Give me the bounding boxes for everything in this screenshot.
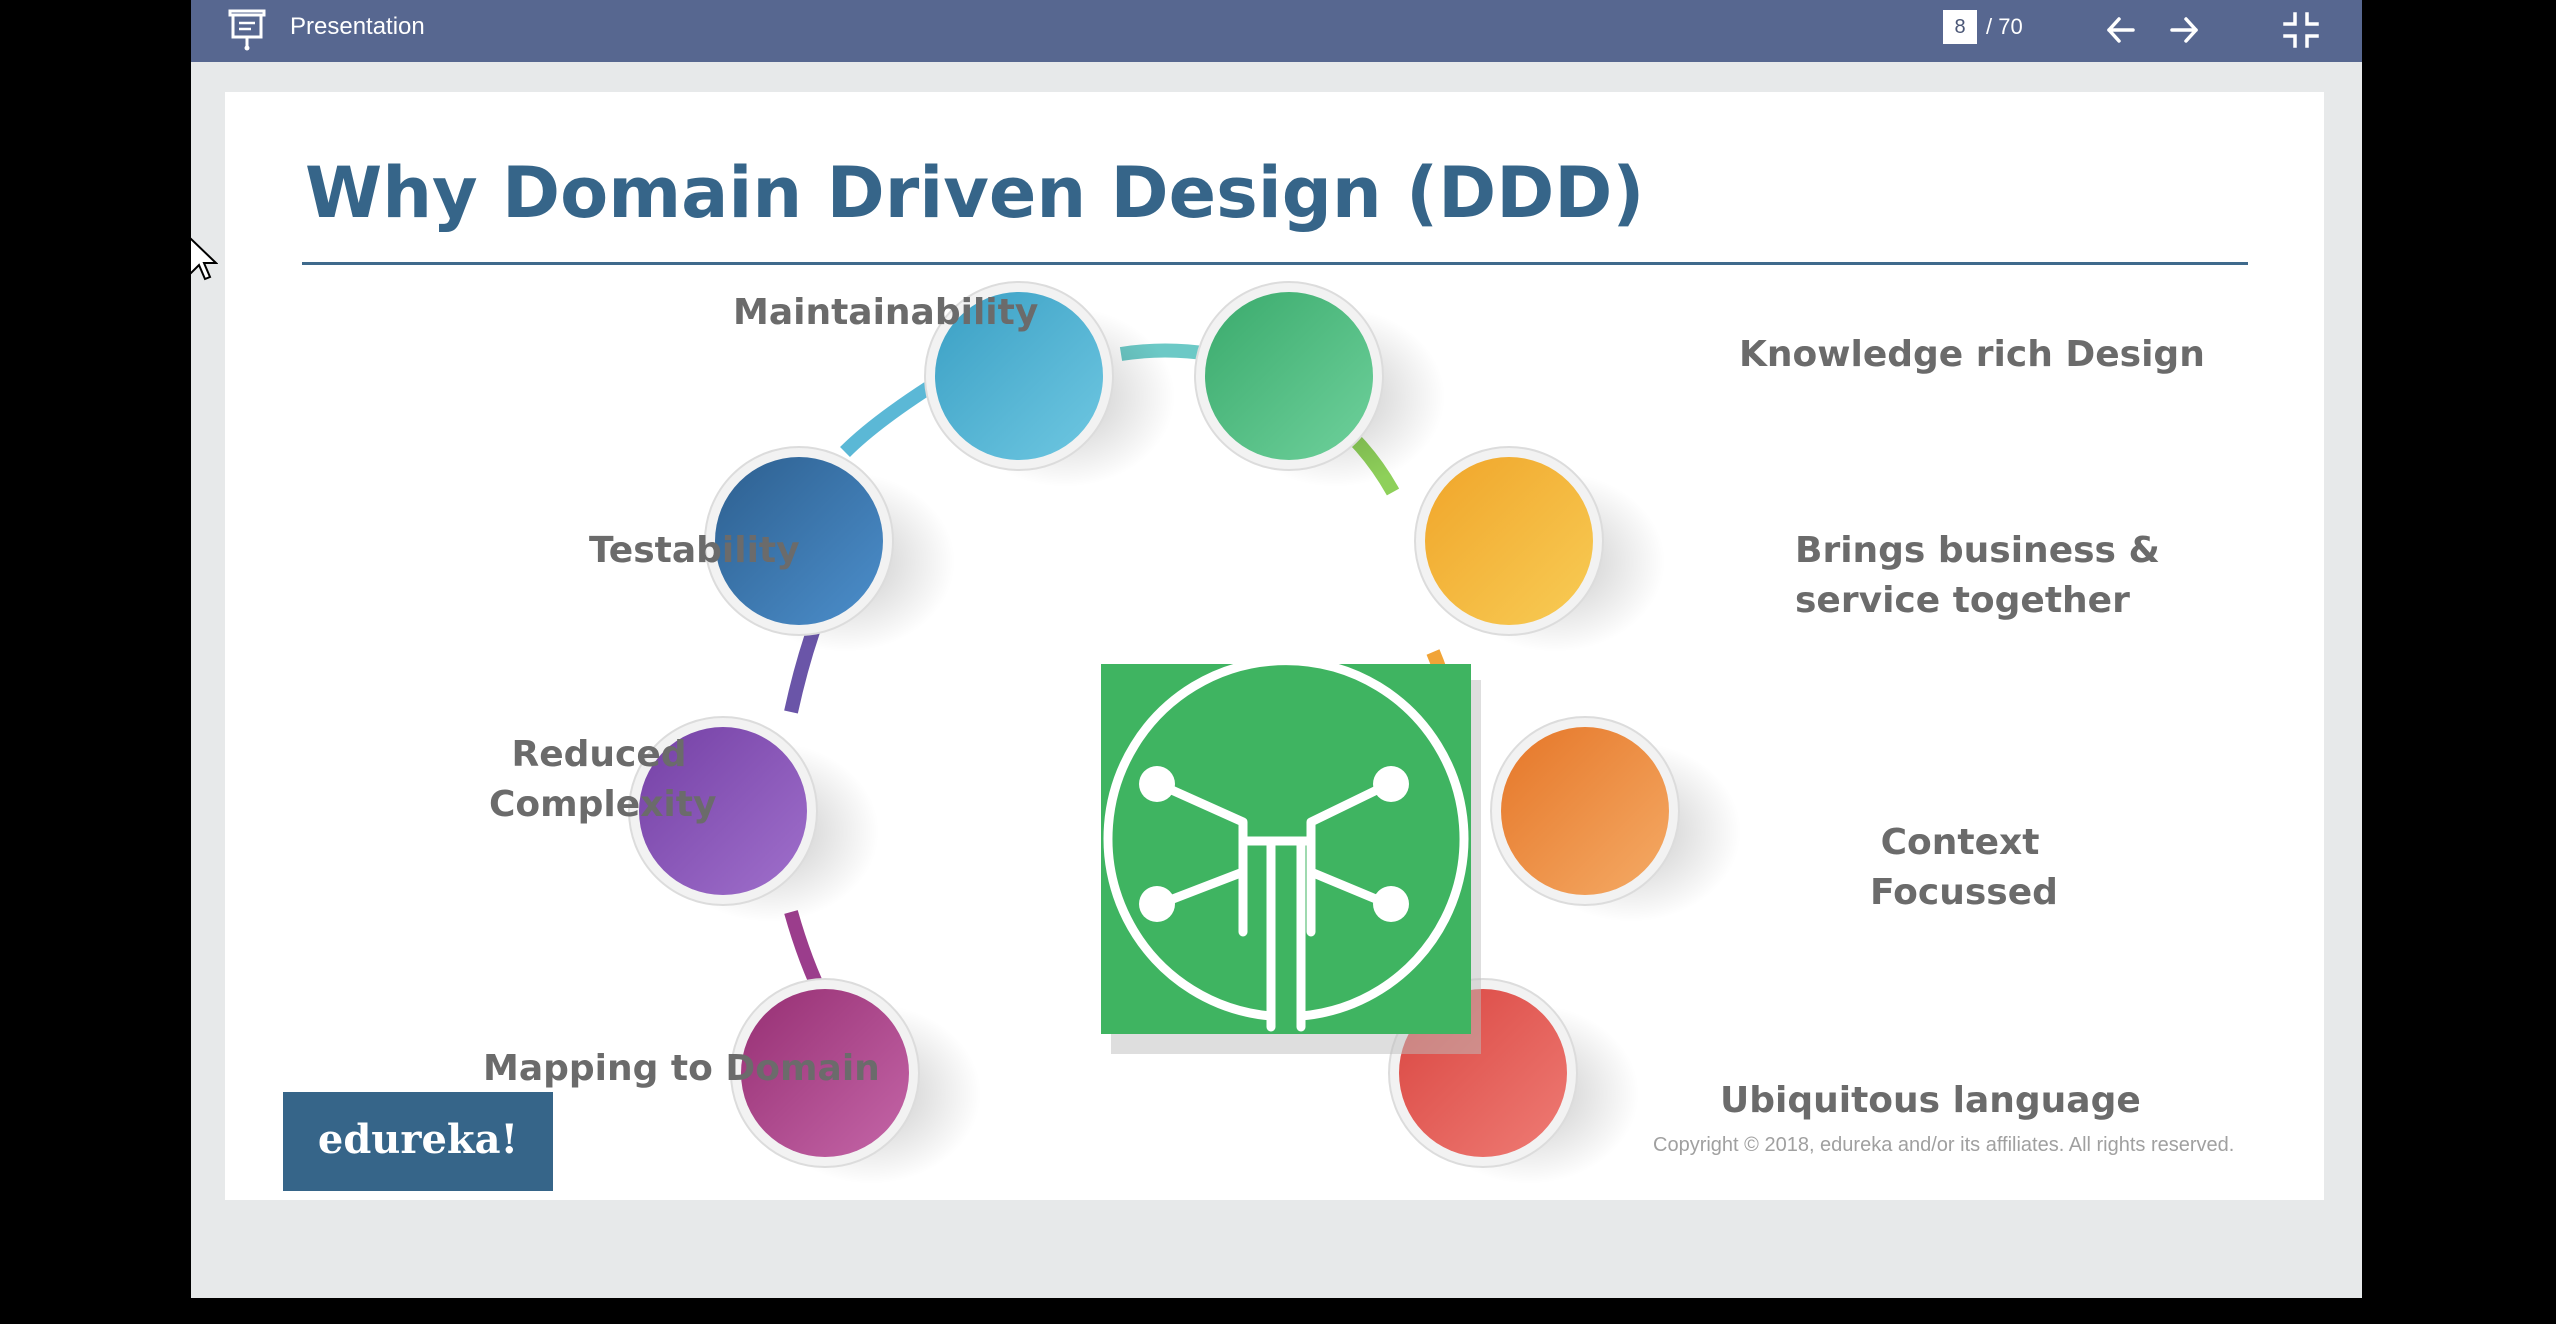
label-brings-line-2: service together [1795,580,2130,621]
toolbar: Presentation 8 / 70 [191,0,2362,62]
next-page-button[interactable] [2164,10,2204,50]
copyright-text: Copyright © 2018, edureka and/or its aff… [1653,1134,2235,1156]
label-context-line-1: Context [1880,822,2040,863]
presentation-viewer: Presentation 8 / 70 Why Domain Drive [191,0,2362,1298]
previous-page-button[interactable] [2101,10,2141,50]
circle-testability [704,446,955,652]
exit-fullscreen-icon [2283,12,2319,48]
label-reduced-line-2: Complexity [489,784,717,825]
circle-brings-business-service [1414,446,1665,652]
page-total: / 70 [1986,14,2023,39]
toolbar-title: Presentation [290,13,425,40]
circle-maintainability [924,281,1175,487]
edureka-logo: edureka! [283,1092,553,1191]
exit-fullscreen-button[interactable] [2281,10,2321,50]
label-testability: Testability [589,530,800,571]
ddd-tree-icon [1101,656,1481,1054]
label-mapping-to-domain: Mapping to Domain [483,1048,880,1089]
label-context-focussed: Context Focussed [1870,818,2058,918]
slide-title: Why Domain Driven Design (DDD) [305,152,1645,234]
label-ubiquitous-language: Ubiquitous language [1720,1080,2141,1121]
label-knowledge-rich-design: Knowledge rich Design [1739,334,2205,375]
mouse-cursor-icon [189,236,218,281]
label-reduced-line-1: Reduced [511,734,687,775]
label-brings-line-1: Brings business & [1795,530,2160,571]
label-maintainability: Maintainability [733,292,1039,333]
arrow-right-icon [2170,17,2198,43]
circle-mapping-to-domain [730,978,981,1184]
circle-context-focussed [1490,716,1741,922]
title-underline [302,262,2248,265]
arrow-left-icon [2107,17,2135,43]
circle-reduced-complexity [628,716,879,922]
page-number-input[interactable]: 8 [1943,10,1977,44]
label-reduced-complexity: Reduced Complexity [489,730,717,830]
presentation-icon [228,9,266,51]
label-brings-business-service: Brings business & service together [1795,526,2160,626]
label-context-line-2: Focussed [1870,872,2058,913]
ddd-diagram [628,281,1741,1184]
circle-knowledge-rich-design [1194,281,1445,487]
slide: Why Domain Driven Design (DDD) [225,92,2324,1200]
